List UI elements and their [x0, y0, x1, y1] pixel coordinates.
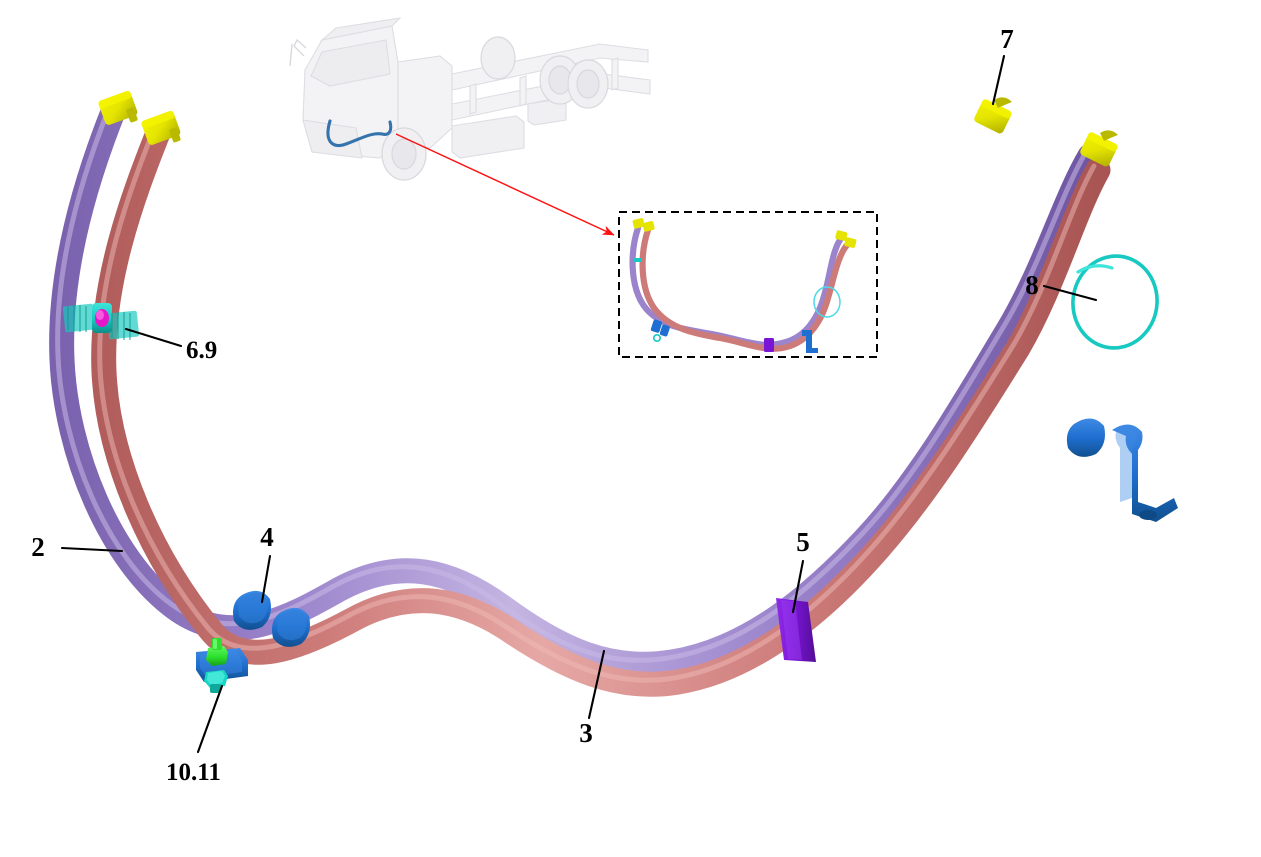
ghost-truck-illustration [289, 17, 651, 181]
leader-8 [1042, 284, 1098, 302]
leader-7 [991, 54, 1006, 106]
callout-label-5: 5 [796, 527, 810, 557]
truck-hose-route-highlight [326, 119, 393, 147]
callout-label-2: 2 [31, 532, 45, 562]
leader-3 [587, 649, 606, 720]
leader-4 [260, 554, 272, 604]
violet-band-clamp [776, 598, 816, 662]
callout-label-7: 7 [1000, 24, 1014, 54]
end-cap-left-red [141, 110, 181, 145]
callout-labels: 2 3 4 5 6.9 7 8 10.11 [31, 24, 1039, 786]
cyan-ring-clamp [1071, 254, 1159, 350]
purple-hose [49, 99, 1103, 677]
end-cap-right-purple [974, 97, 1012, 134]
inset-mini-assembly [629, 218, 857, 353]
detail-inset-box [618, 211, 878, 358]
end-cap-left-purple [98, 90, 138, 125]
leader-5 [791, 559, 805, 614]
callout-label-10-11: 10.11 [166, 759, 221, 786]
blue-mounting-bracket-right [1066, 418, 1178, 522]
callout-label-6-9: 6.9 [186, 337, 217, 364]
bolt-and-nut-assembly [196, 638, 248, 693]
teal-nut [204, 670, 228, 693]
main-hose-assembly [49, 90, 1178, 697]
callout-leaders [60, 54, 1098, 754]
green-bolt-head [206, 638, 228, 666]
teal-clamp-assembly [62, 303, 140, 340]
leader-10-11 [196, 684, 224, 754]
blue-clamp-lower-left-2 [272, 607, 310, 647]
leader-6-9 [124, 327, 183, 348]
callout-label-4: 4 [260, 522, 274, 552]
end-cap-right-red [1080, 130, 1118, 167]
callout-label-8: 8 [1025, 270, 1039, 300]
inset-pointer-arrow [395, 133, 615, 236]
leader-2 [60, 546, 124, 553]
callout-label-3: 3 [579, 718, 593, 748]
